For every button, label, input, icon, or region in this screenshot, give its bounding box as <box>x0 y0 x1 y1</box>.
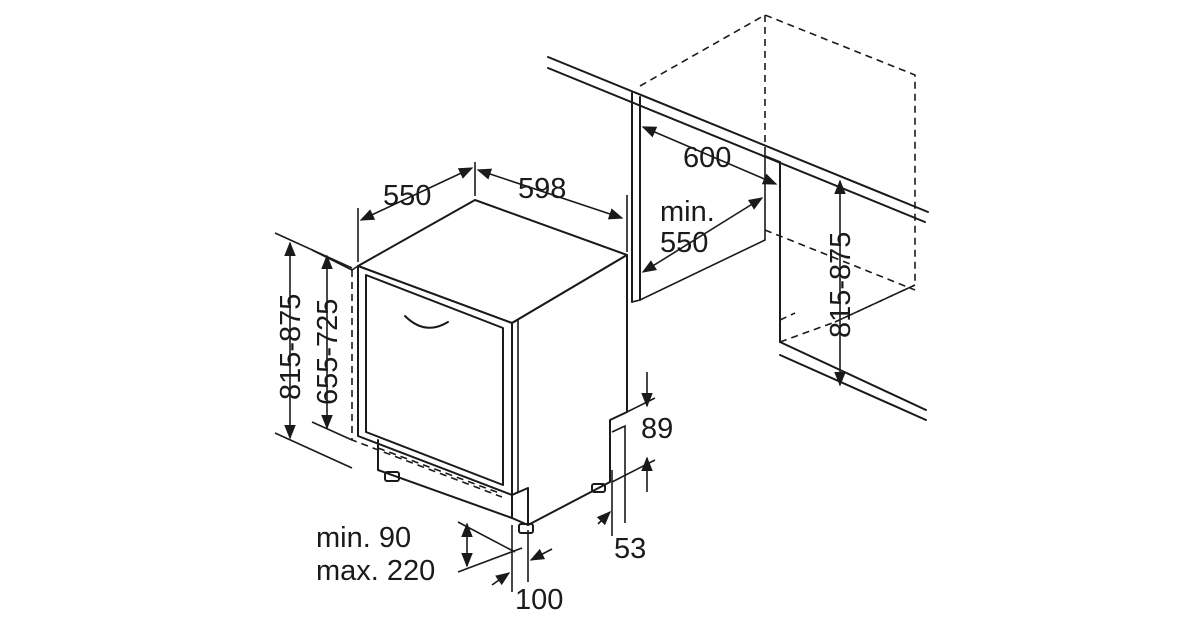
foot-front <box>518 523 534 534</box>
label-niche-depth-min: min. <box>660 196 715 228</box>
foot-left <box>384 471 400 482</box>
label-height-door: 655-725 <box>312 299 344 405</box>
label-foot-100: 100 <box>515 584 563 616</box>
dimension-lines <box>274 126 846 592</box>
label-foot-max: max. 220 <box>316 555 435 587</box>
label-niche-height: 815-875 <box>825 232 857 338</box>
label-plinth-53: 53 <box>614 533 646 565</box>
foot-right <box>591 483 606 493</box>
label-depth-550: 550 <box>383 180 431 212</box>
label-niche-width-600: 600 <box>683 142 731 174</box>
label-width-598: 598 <box>518 173 566 205</box>
label-plinth-89: 89 <box>641 413 673 445</box>
dishwasher-body <box>351 199 628 534</box>
label-niche-depth-550: 550 <box>660 227 708 259</box>
label-height-total-left: 815-875 <box>275 294 307 400</box>
label-foot-min: min. 90 <box>316 522 411 554</box>
